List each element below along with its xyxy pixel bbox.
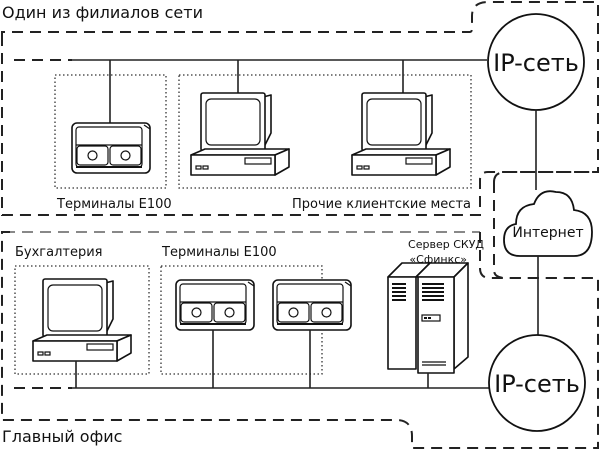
- branch-clients-label: Прочие клиентские места: [292, 197, 471, 212]
- terminal-icon[interactable]: [175, 279, 255, 331]
- accounting-group: [14, 265, 150, 375]
- internet-zone-border: [493, 171, 598, 279]
- cloud-icon[interactable]: Интернет: [503, 190, 593, 257]
- main-terminals-label: Терминалы E100: [161, 245, 277, 260]
- branch-zone-border: [1, 0, 599, 216]
- accounting-label: Бухгалтерия: [15, 245, 103, 260]
- server-label-line1: Сервер СКУД: [408, 238, 484, 251]
- main-zone-border: [1, 231, 599, 449]
- branch-zone-title: Один из филиалов сети: [2, 3, 203, 22]
- terminal-icon[interactable]: [71, 122, 151, 174]
- main-ip-network-label: IP-сеть: [494, 370, 580, 398]
- workstation-icon[interactable]: [32, 278, 132, 362]
- terminal-icon[interactable]: [272, 279, 352, 331]
- main-zone-title: Главный офис: [2, 427, 122, 446]
- branch-ip-network-label: IP-сеть: [493, 49, 579, 77]
- branch-clients-group: [178, 74, 472, 189]
- network-circle-icon[interactable]: IP-сеть: [487, 13, 585, 111]
- internet-label: Интернет: [512, 225, 583, 241]
- main-terminals-group: [160, 265, 323, 375]
- workstation-icon[interactable]: [190, 92, 290, 176]
- server-icon[interactable]: [387, 262, 469, 374]
- branch-terminals-label: Терминалы E100: [56, 197, 172, 212]
- network-circle-icon[interactable]: IP-сеть: [488, 334, 586, 432]
- workstation-icon[interactable]: [351, 92, 451, 176]
